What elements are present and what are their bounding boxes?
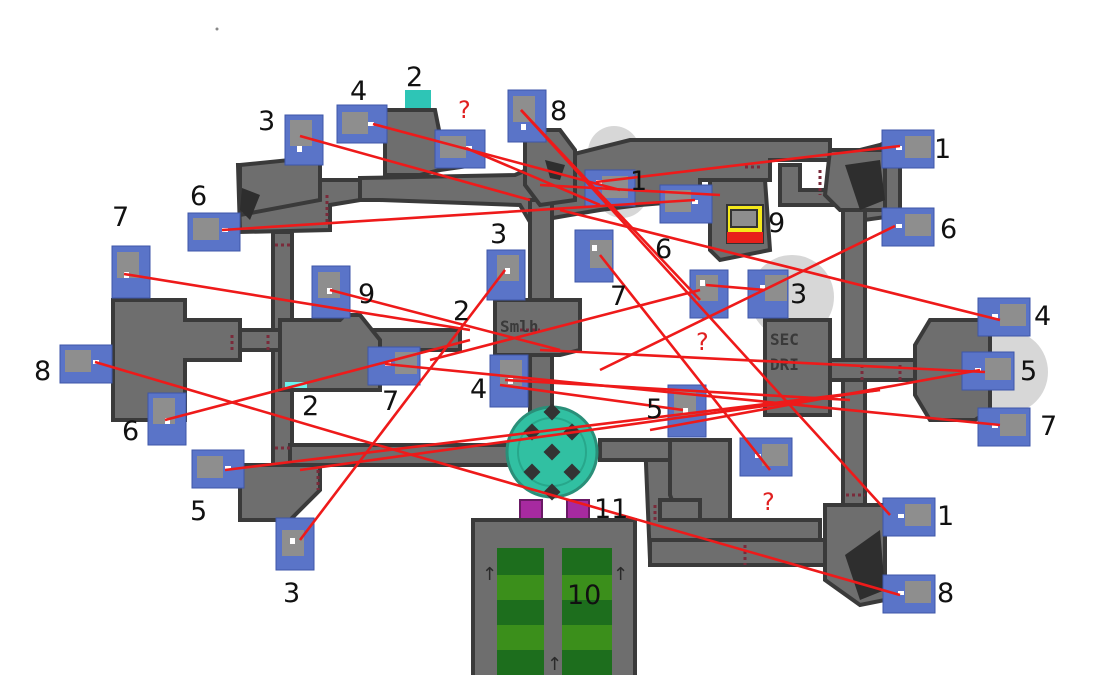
label-6-right: 6	[940, 214, 957, 245]
sign-sec: SEC	[770, 330, 799, 349]
doors	[230, 165, 902, 565]
label-2-top: 2	[406, 62, 423, 93]
label-11: 11	[594, 494, 628, 525]
label-3-center: 3	[490, 219, 507, 250]
label-7-right: 7	[1040, 411, 1057, 442]
room-sec-dri	[763, 318, 832, 417]
label-3-top-left: 3	[258, 106, 275, 137]
monitor-icon	[726, 204, 764, 244]
label-3-bottom: 3	[283, 578, 300, 609]
map-labels: 2 4 ? 8 3 1 1 6 9 6 7 3 6 9 2 7 3 4 ? 8 …	[34, 62, 1057, 611]
label-2-center: 2	[453, 296, 470, 327]
label-4-top: 4	[350, 76, 367, 107]
label-8-right: 8	[937, 578, 954, 609]
label-1-center: 1	[630, 166, 647, 197]
label-6-left: 6	[190, 181, 207, 212]
label-4-right: 4	[1034, 301, 1051, 332]
label-4-center: 4	[470, 374, 487, 405]
room-sw	[238, 463, 322, 522]
hangar: ↑ ↑ ↑	[471, 499, 637, 675]
label-5-left: 5	[190, 496, 207, 527]
sign-reactor: Smlh	[500, 317, 539, 336]
label-7-left: 7	[112, 202, 129, 233]
label-5-right: 5	[1020, 356, 1037, 387]
label-6-center: 6	[655, 234, 672, 265]
label-1-right-top: 1	[934, 134, 951, 165]
svg-text:↑: ↑	[613, 564, 628, 585]
svg-text:↑: ↑	[482, 564, 497, 585]
svg-text:↑: ↑	[547, 654, 562, 675]
room-far-left	[111, 298, 242, 422]
label-2-left: 2	[302, 391, 319, 422]
sign-dri: DRI	[770, 355, 799, 374]
label-q-mid: ?	[696, 328, 709, 356]
connection-wires	[94, 109, 1001, 597]
label-5-center: 5	[646, 394, 663, 425]
label-3-right: 3	[790, 279, 807, 310]
label-7-center: 7	[610, 281, 627, 312]
label-6-bottom-left: 6	[122, 416, 139, 447]
label-q-bottom: ?	[762, 488, 775, 516]
label-q-top: ?	[458, 96, 471, 124]
label-8-left: 8	[34, 356, 51, 387]
teal-block	[405, 90, 431, 108]
stray-dot	[215, 27, 219, 31]
label-7-lower-left: 7	[382, 386, 399, 417]
label-9-right: 9	[768, 208, 785, 239]
label-1-right-bottom: 1	[937, 501, 954, 532]
room-center-left	[278, 313, 382, 392]
label-8-top: 8	[550, 96, 567, 127]
label-10: 10	[567, 580, 601, 611]
label-9-left: 9	[358, 279, 375, 310]
room-south	[658, 498, 702, 522]
